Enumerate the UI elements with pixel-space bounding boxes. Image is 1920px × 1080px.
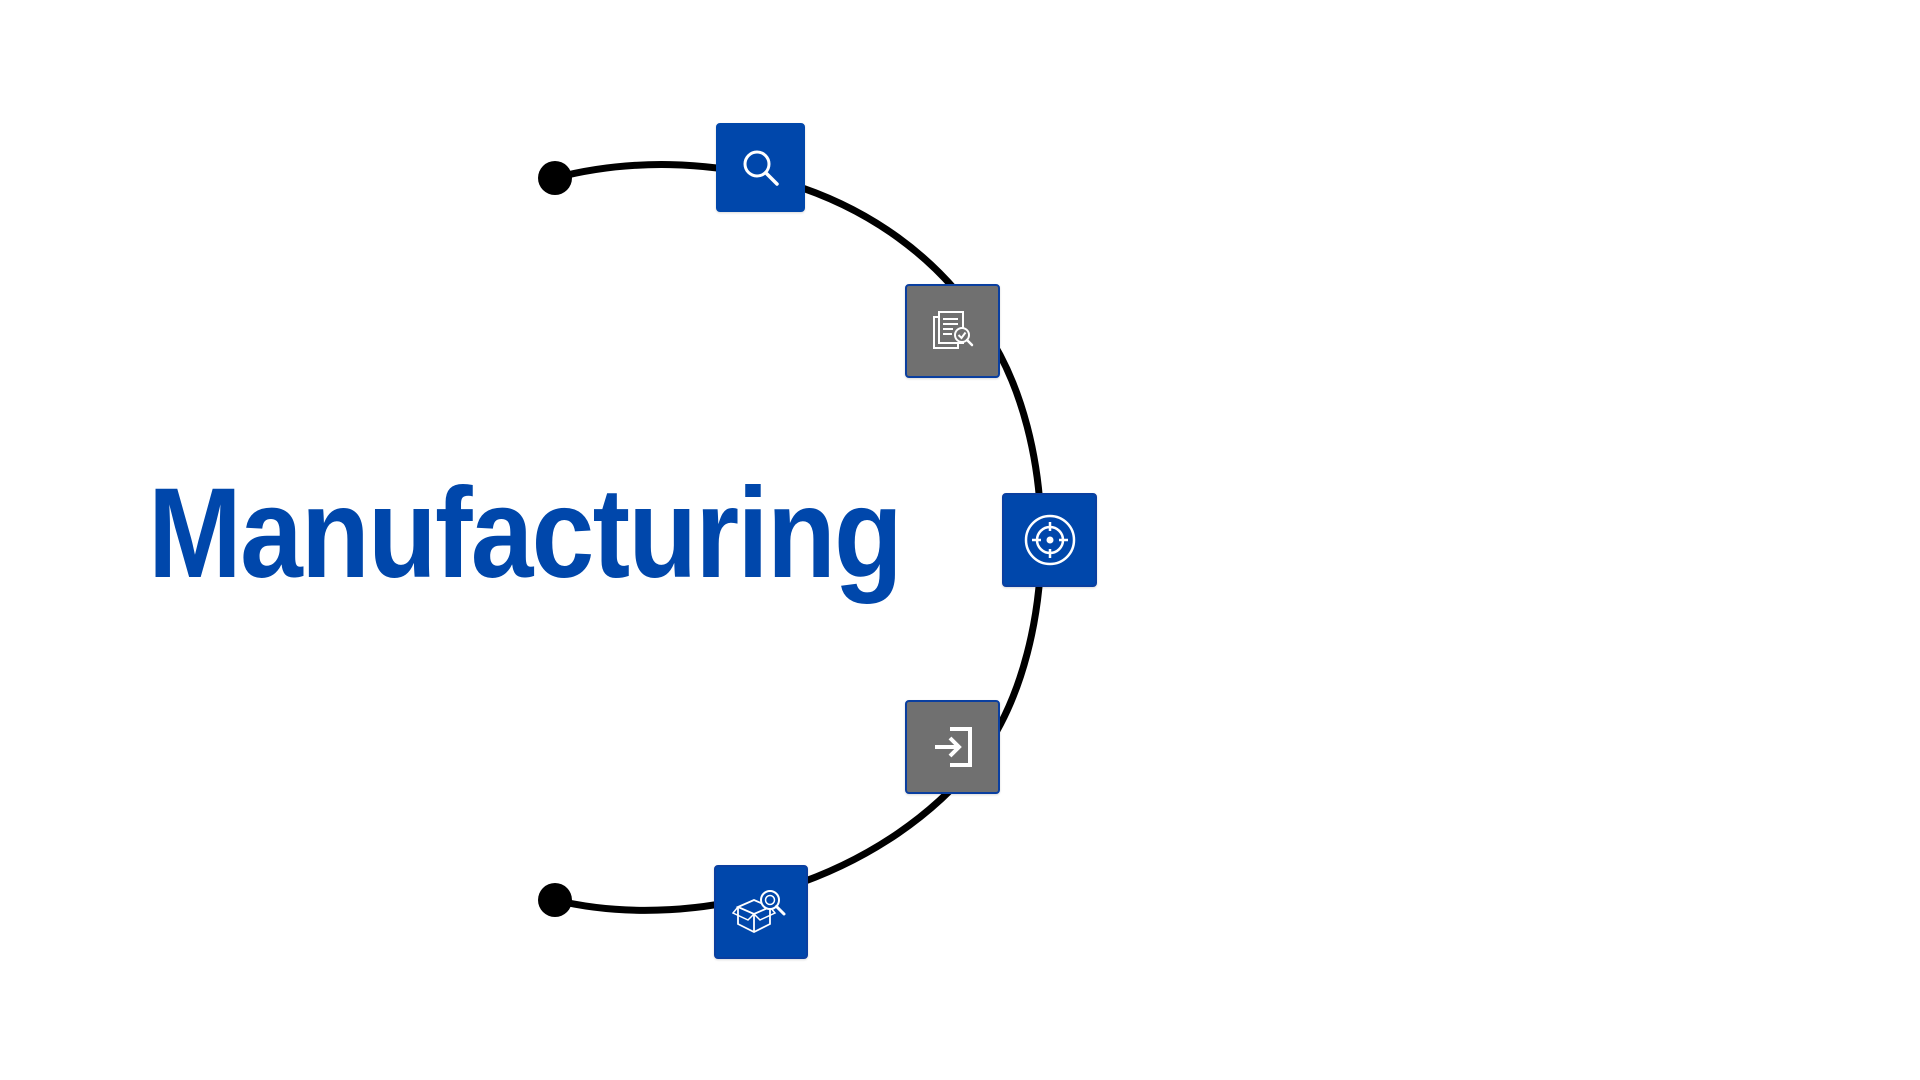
search-icon <box>743 150 779 186</box>
target-icon <box>1024 514 1075 566</box>
arc-end-dot <box>538 883 572 917</box>
step-target-node[interactable] <box>1002 493 1097 587</box>
box-inspection-icon <box>732 890 786 934</box>
sign-in-icon <box>934 727 972 767</box>
document-check-icon <box>932 311 973 349</box>
page-title: Manufacturing <box>148 462 903 605</box>
step-search-node[interactable] <box>716 123 805 212</box>
arc-start-dot <box>538 161 572 195</box>
step-input-node[interactable] <box>905 700 1000 794</box>
step-package-inspection-node[interactable] <box>714 865 808 959</box>
step-document-review-node[interactable] <box>905 284 1000 378</box>
